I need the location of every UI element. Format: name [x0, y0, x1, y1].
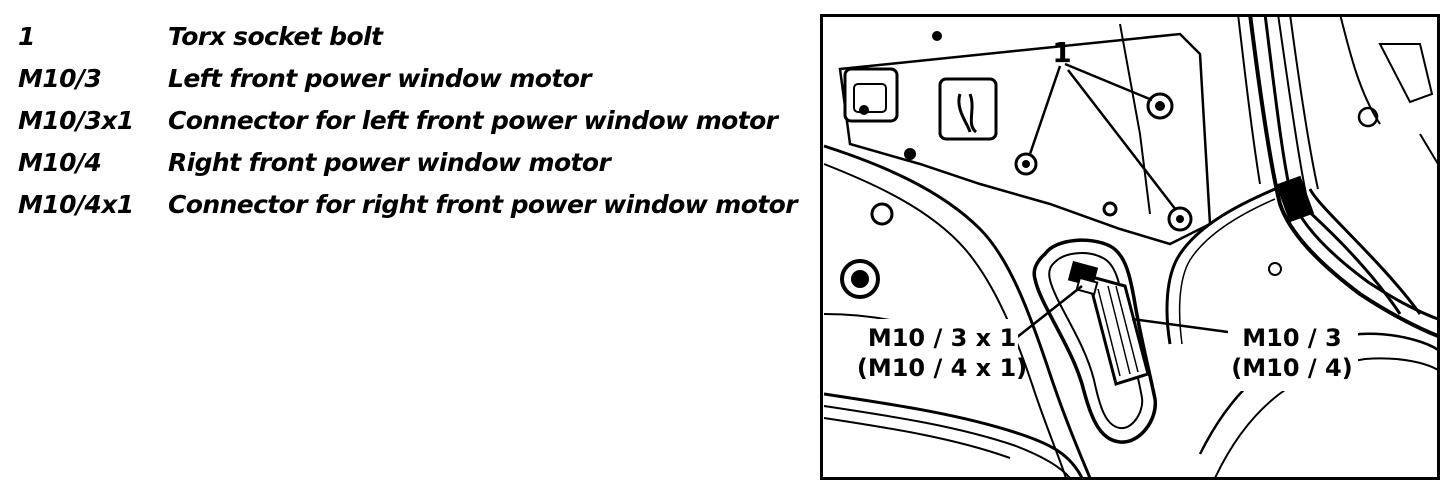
- legend-code: M10/3: [18, 64, 102, 93]
- latch-bracket-center: [938, 77, 998, 141]
- connector-cable: [1165, 187, 1276, 345]
- screw-head: [1102, 201, 1118, 217]
- mounting-plate: [838, 32, 1212, 246]
- legend-code: 1: [18, 22, 35, 51]
- door-panel-inner-edge: [823, 163, 1067, 479]
- callout-connector-alt-label: (M10 / 4 x 1): [857, 354, 1027, 382]
- legend-code: M10/4: [18, 148, 102, 177]
- latch-bracket-left: [843, 67, 899, 123]
- legend-row-right-motor: M10/4 Right front power window motor: [18, 148, 818, 190]
- legend-description: Right front power window motor: [168, 148, 611, 177]
- wire-harness-lower-3: [823, 417, 1011, 459]
- callout-bolt-label: 1: [1052, 36, 1071, 69]
- legend-row-bolt: 1 Torx socket bolt: [18, 22, 818, 64]
- legend-description: Torx socket bolt: [168, 22, 383, 51]
- legend: 1 Torx socket bolt M10/3 Left front powe…: [18, 22, 818, 232]
- harness-clip: [1275, 175, 1315, 223]
- torx-bolt-upper: [1146, 92, 1174, 120]
- screw-head: [932, 31, 942, 41]
- torx-bolt-middle: [1014, 152, 1038, 176]
- plate-seam: [1119, 23, 1151, 215]
- leader-line-connector: [1015, 285, 1083, 339]
- torx-bolt-lower: [1167, 206, 1193, 232]
- leader-line-bolt-middle: [1028, 65, 1062, 155]
- legend-description: Connector for left front power window mo…: [168, 106, 778, 135]
- legend-row-left-motor: M10/3 Left front power window motor: [18, 64, 818, 106]
- power-window-motor: [1085, 273, 1150, 386]
- callout-connector-label: M10 / 3 x 1: [868, 324, 1016, 352]
- legend-description: Connector for right front power window m…: [168, 190, 798, 219]
- legend-code: M10/4x1: [18, 190, 134, 219]
- leader-line-bolt-upper: [1064, 62, 1153, 102]
- legend-row-left-connector: M10/3x1 Connector for left front power w…: [18, 106, 818, 148]
- door-panel-edge: [823, 144, 1092, 479]
- door-panel-drawing: 1 M10 / 3 x 1 (M10 / 4 x 1) M10 / 3 (M10…: [820, 14, 1440, 480]
- legend-row-right-connector: M10/4x1 Connector for right front power …: [18, 190, 818, 232]
- motor-connector: [1067, 260, 1099, 296]
- legend-description: Left front power window motor: [168, 64, 592, 93]
- leader-line-bolt-lower: [1067, 69, 1177, 211]
- wire-harness-lower: [823, 392, 1084, 479]
- legend-code: M10/3x1: [18, 106, 134, 135]
- wire-harness-upper: [1248, 14, 1439, 338]
- callout-motor-alt-label: (M10 / 4): [1231, 354, 1352, 382]
- callout-motor-label: M10 / 3: [1242, 324, 1341, 352]
- door-panel-illustration: 1 M10 / 3 x 1 (M10 / 4 x 1) M10 / 3 (M10…: [820, 14, 1440, 480]
- wire-harness-lower-2: [823, 405, 1071, 479]
- grommet-left: [840, 259, 880, 299]
- leader-line-motor: [1131, 317, 1229, 334]
- screw-head: [904, 148, 916, 160]
- screw-head: [1357, 106, 1379, 128]
